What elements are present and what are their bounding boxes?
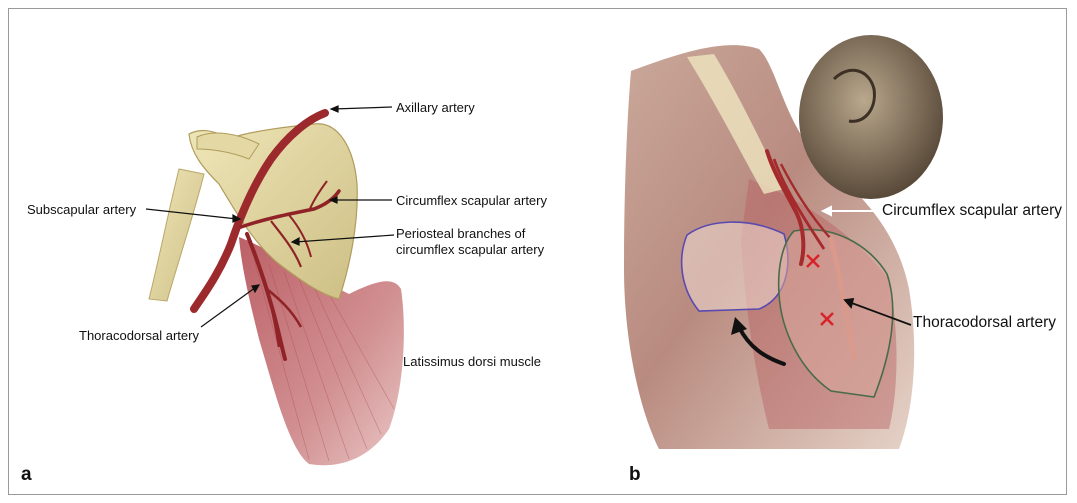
figure-frame: Axillary artery Circumflex scapular arte… [8, 8, 1067, 495]
label-subscapular-artery: Subscapular artery [27, 202, 136, 217]
label-circumflex-scapular-artery-b: Circumflex scapular artery [882, 202, 1062, 220]
panel-a: Axillary artery Circumflex scapular arte… [9, 9, 569, 494]
scapular-flap-outline [682, 222, 788, 311]
head [799, 35, 943, 199]
panel-letter-a: a [21, 464, 32, 486]
label-circumflex-scapular-artery: Circumflex scapular artery [396, 193, 547, 208]
label-latissimus-dorsi-muscle: Latissimus dorsi muscle [403, 354, 541, 369]
panel-b: Circumflex scapular artery Thoracodorsal… [569, 9, 1066, 494]
label-thoracodorsal-artery: Thoracodorsal artery [79, 328, 199, 343]
label-periosteal-line2: circumflex scapular artery [396, 242, 544, 257]
panel-b-illustration [569, 9, 1066, 494]
label-axillary-artery: Axillary artery [396, 100, 475, 115]
humerus-bone [149, 169, 204, 301]
panel-letter-b: b [629, 464, 641, 486]
label-thoracodorsal-artery-b: Thoracodorsal artery [913, 314, 1056, 332]
label-periosteal-line1: Periosteal branches of [396, 226, 525, 241]
